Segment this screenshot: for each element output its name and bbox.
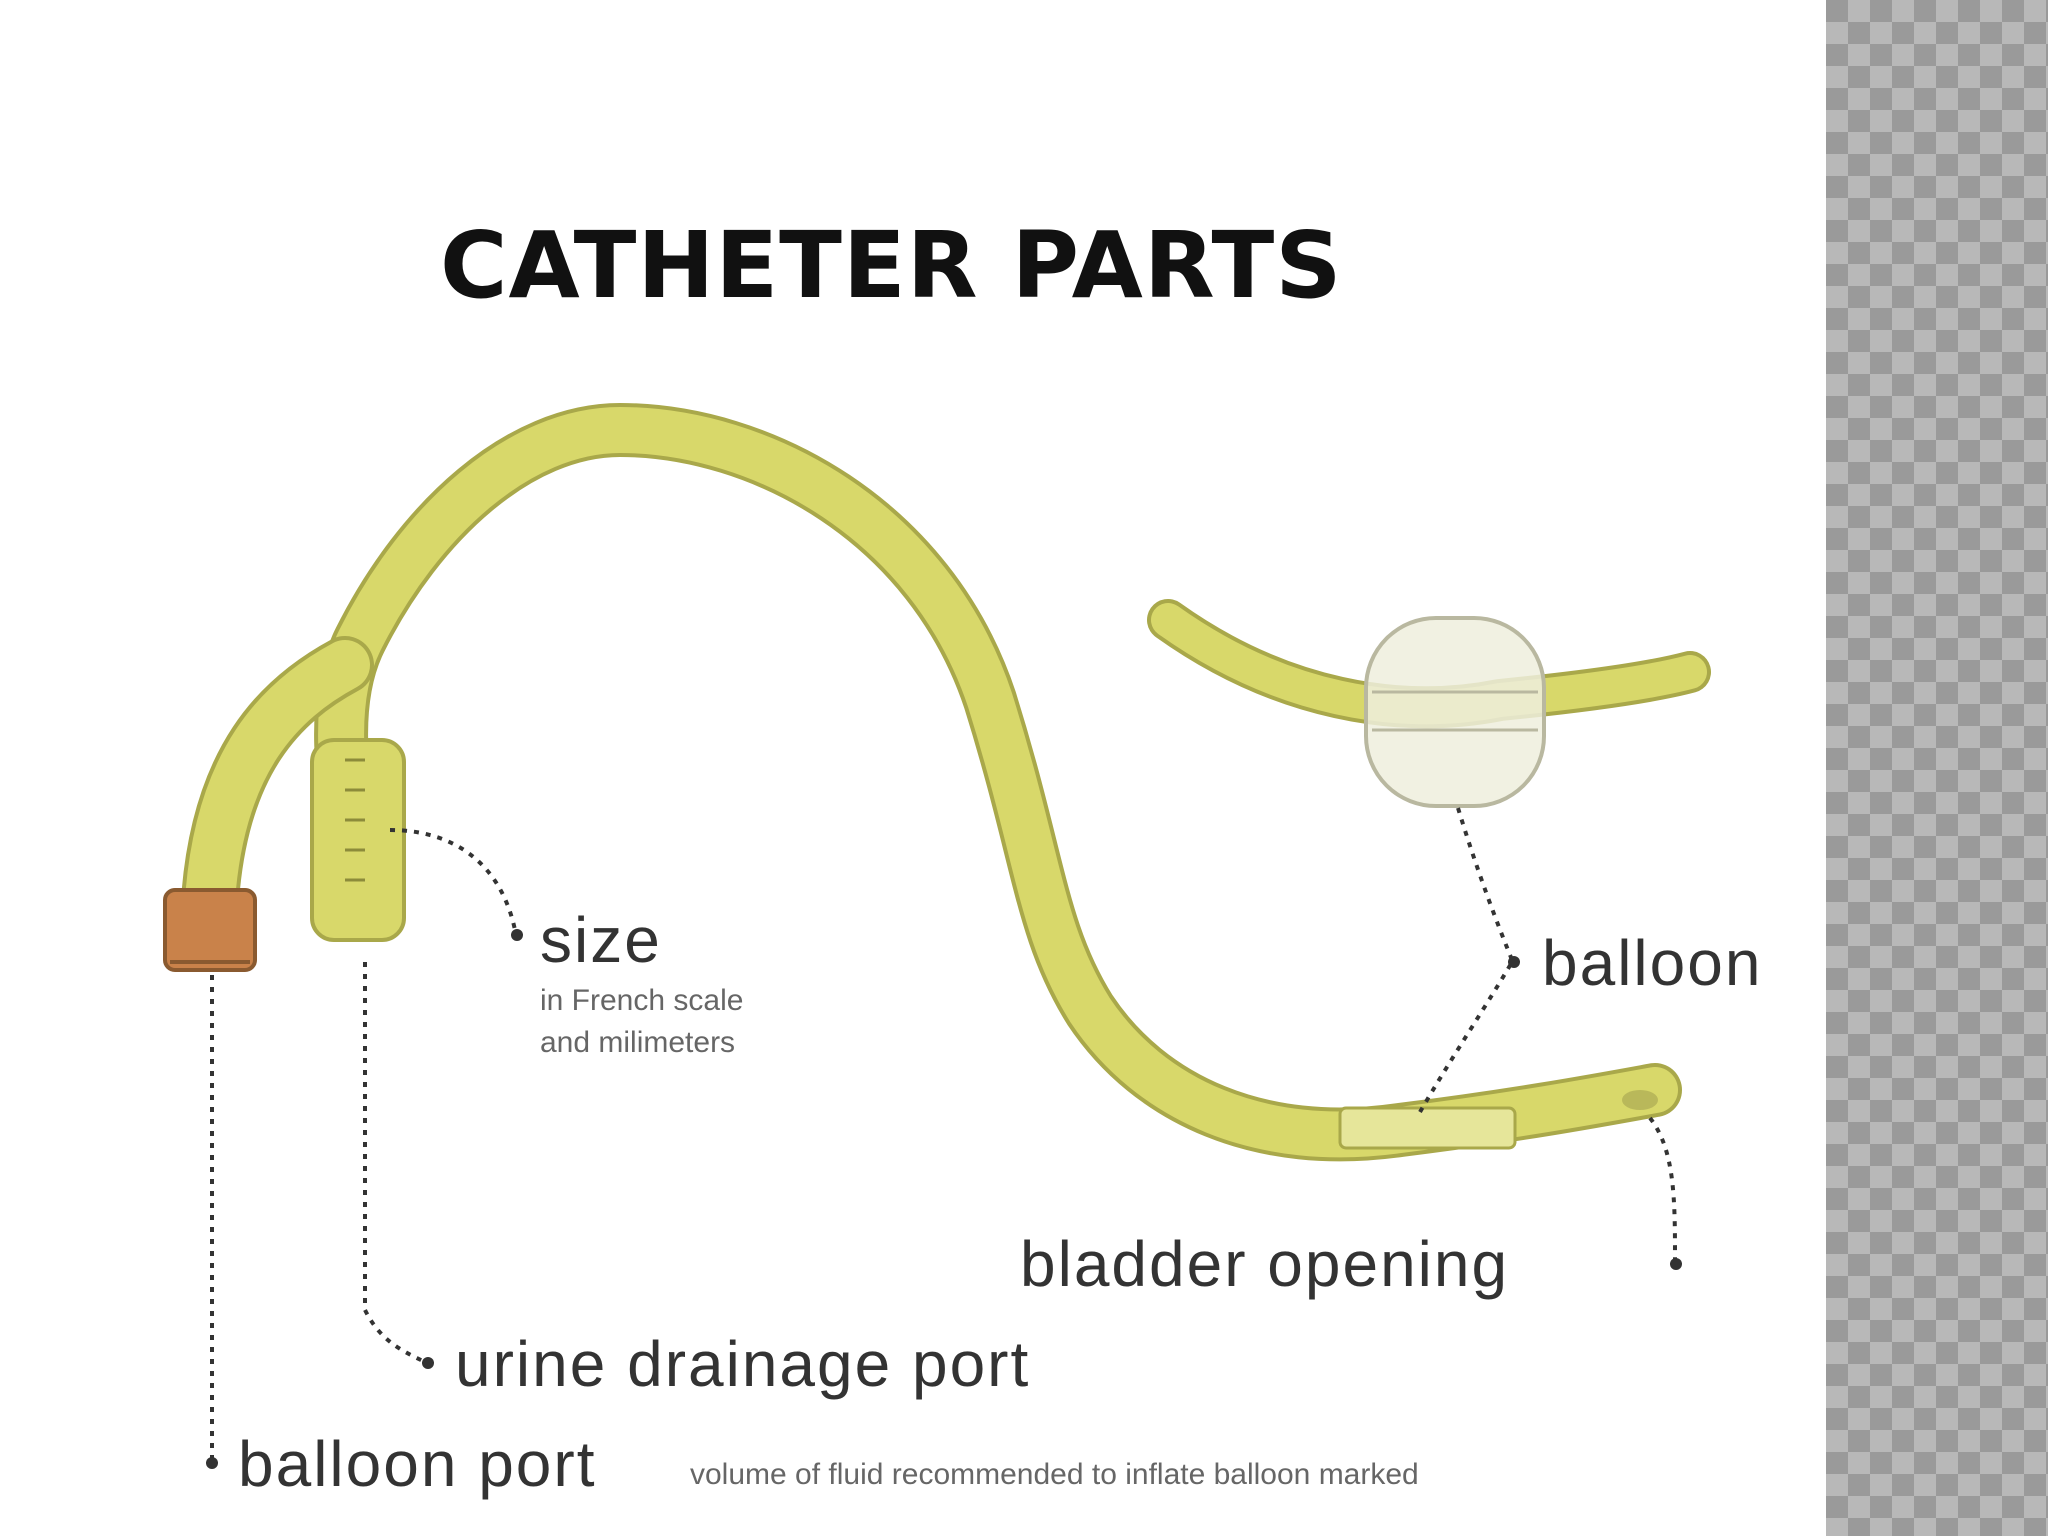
leader-balloon-lower bbox=[1418, 960, 1514, 1113]
label-balloon-port-note: volume of fluid recommended to inflate b… bbox=[690, 1458, 1419, 1491]
leader-urine-drainage-port bbox=[363, 962, 426, 1364]
label-size-note-2: and milimeters bbox=[540, 1026, 735, 1059]
leader-size bbox=[389, 828, 517, 931]
label-balloon: balloon bbox=[1542, 927, 1762, 999]
balloon-deflated-section bbox=[1338, 1106, 1517, 1150]
leader-dots bbox=[206, 929, 1682, 1469]
size-markings bbox=[345, 758, 365, 882]
balloon-port-branch bbox=[185, 640, 370, 925]
leader-lines bbox=[210, 807, 1677, 1462]
slide-title: CATHETER PARTS bbox=[440, 212, 1343, 319]
leader-bladder-opening bbox=[1648, 1116, 1677, 1263]
drainage-port-end bbox=[310, 738, 406, 942]
bladder-opening-eye bbox=[1622, 1090, 1658, 1110]
catheter-diagram: size in French scale and milimeters ball… bbox=[163, 402, 1762, 1500]
label-urine-drainage-port: urine drainage port bbox=[455, 1328, 1030, 1400]
leader-balloon-upper bbox=[1456, 807, 1514, 961]
balloon-port-cap bbox=[163, 888, 257, 972]
slide: CATHETER PARTS bbox=[163, 212, 1762, 1500]
label-bladder-opening: bladder opening bbox=[1020, 1228, 1509, 1300]
label-balloon-port: balloon port bbox=[238, 1428, 596, 1500]
label-size-note-1: in French scale bbox=[540, 984, 743, 1017]
balloon-inflated bbox=[1364, 616, 1546, 808]
decorative-side-panel bbox=[1826, 0, 2048, 1536]
label-size: size bbox=[540, 904, 662, 976]
